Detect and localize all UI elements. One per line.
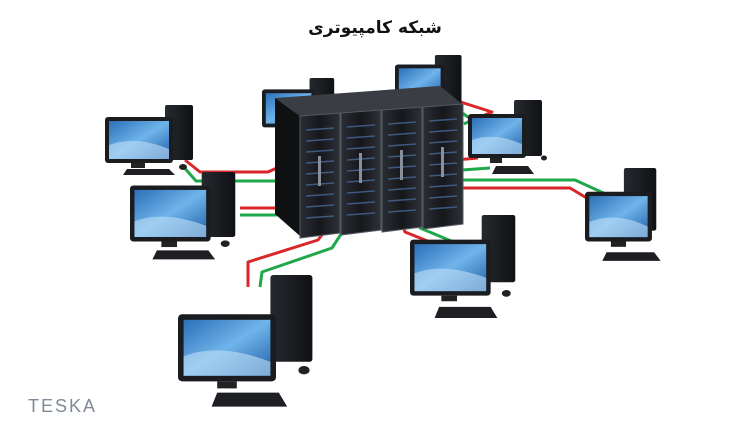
- server-rack-icon: [275, 86, 464, 239]
- teska-logo: TESKA: [28, 396, 98, 416]
- desktop-computer-icon: [130, 172, 236, 260]
- page-title: شبکه کامپیوتری: [308, 18, 442, 38]
- desktop-computer-icon: [410, 215, 516, 319]
- desktop-computer-icon: [178, 275, 313, 407]
- server-cabinet: [422, 103, 464, 230]
- desktop-computer-icon: [105, 105, 193, 175]
- desktop-computer-icon: [468, 100, 547, 174]
- cable-red: [184, 158, 291, 174]
- server-cabinet: [340, 109, 382, 236]
- server-cabinet: [299, 112, 341, 239]
- desktop-computer-icon: [585, 168, 661, 261]
- cable-green: [258, 227, 347, 288]
- server-cabinet: [381, 106, 423, 233]
